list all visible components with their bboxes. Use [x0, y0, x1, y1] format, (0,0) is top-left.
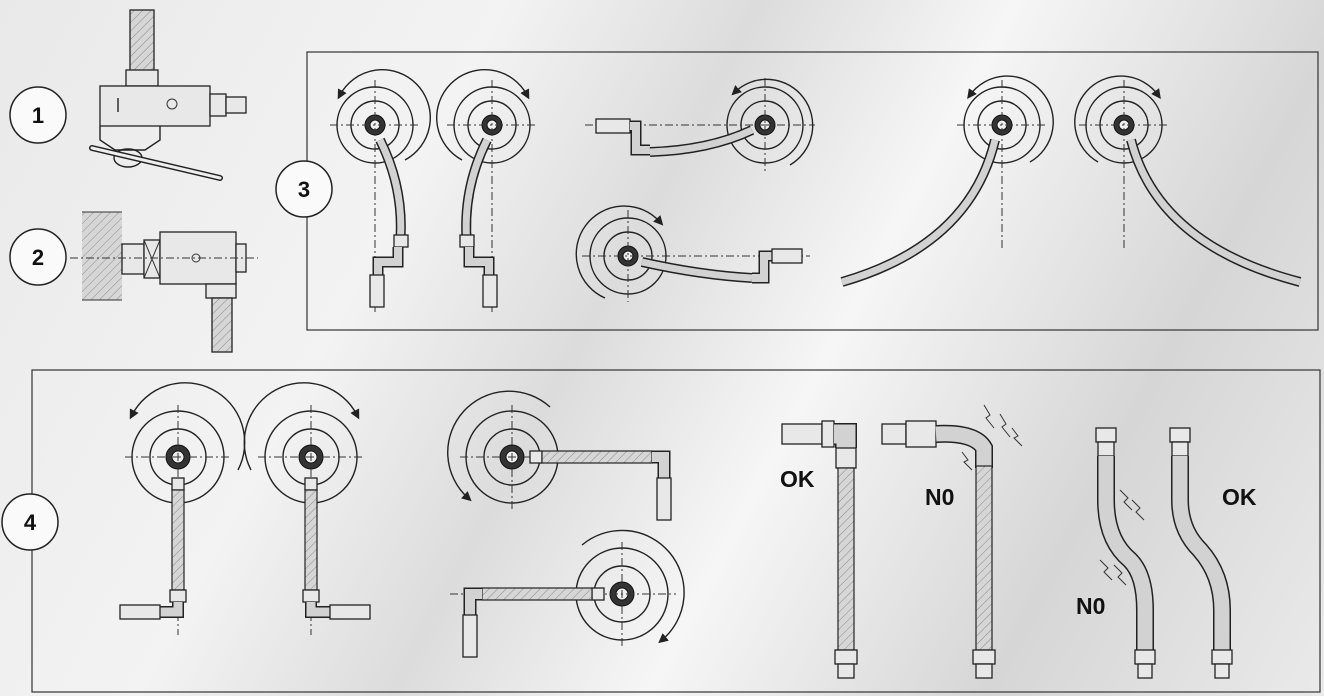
step3-reel-c [585, 78, 815, 172]
step4-reel-a [119, 382, 246, 635]
step-badge-1: 1 [9, 86, 67, 144]
bend-no-left [881, 404, 1023, 679]
bend-ok-right [1169, 427, 1233, 679]
step-number-1: 1 [32, 103, 44, 128]
label-no-left: N0 [925, 484, 954, 510]
step3-panel [306, 51, 1319, 331]
step3-reel-d [575, 205, 810, 302]
step3-reel-a [330, 69, 431, 315]
step4-reel-d [450, 529, 685, 658]
step-number-4: 4 [24, 510, 37, 535]
step4-panel [31, 369, 1321, 693]
bend-no-right [1095, 427, 1156, 679]
label-no-right: N0 [1076, 593, 1105, 619]
label-ok-right: OK [1222, 484, 1257, 510]
step-badge-4: 4 [1, 493, 59, 551]
bend-ok-left [781, 420, 858, 679]
step3-reel-e [840, 75, 1054, 287]
step-badge-2: 2 [9, 228, 67, 286]
step4-reel-c [447, 390, 672, 521]
step4-reel-b [243, 382, 371, 635]
step1-valve-illustration [89, 9, 247, 181]
step3-reel-b [436, 69, 537, 315]
step2-valve-illustration [70, 211, 258, 353]
step-number-2: 2 [32, 245, 44, 270]
step3-reel-f [1074, 75, 1302, 287]
step-badge-3: 3 [275, 160, 333, 218]
step-number-3: 3 [298, 177, 310, 202]
label-ok-left: OK [780, 466, 815, 492]
